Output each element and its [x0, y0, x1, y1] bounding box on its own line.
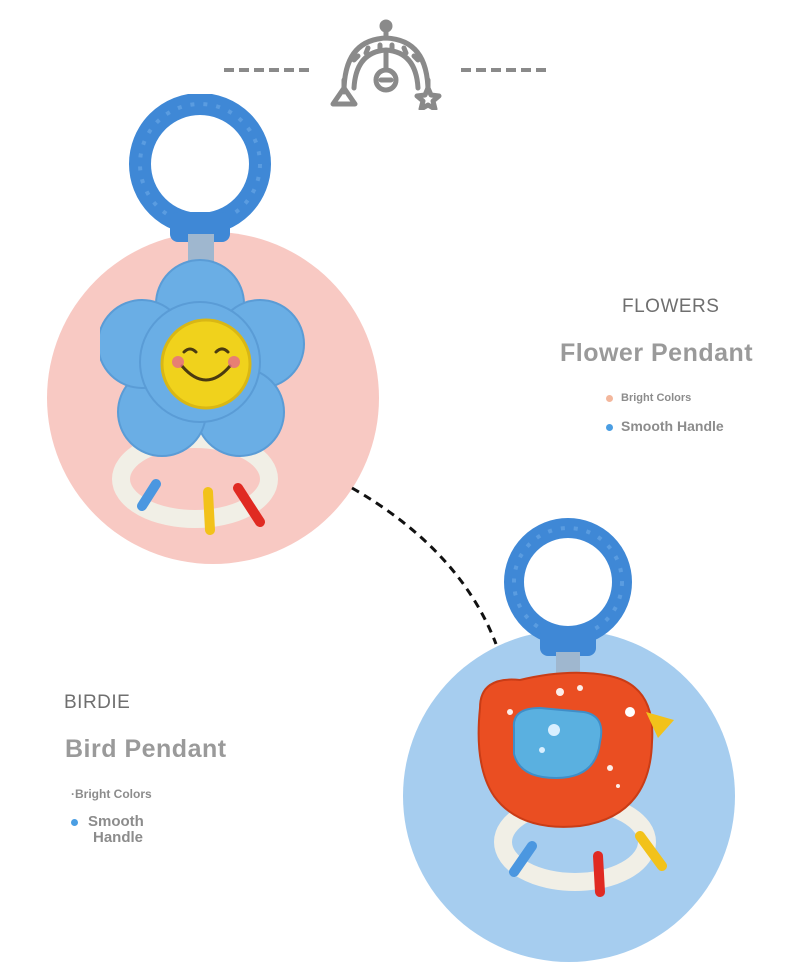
bird-title: Bird Pendant	[65, 735, 227, 763]
bird-eyebrow: BIRDIE	[64, 692, 131, 713]
flower-eyebrow: FLOWERS	[622, 296, 720, 317]
bird-feature-1: ·Bright Colors	[71, 787, 152, 801]
flower-feature-2: Smooth Handle	[606, 418, 724, 434]
header-dash-left	[224, 68, 312, 72]
flower-feature-1-label: Bright Colors	[621, 392, 692, 404]
flower-title: Flower Pendant	[560, 339, 754, 367]
bird-pendant-image	[477, 518, 674, 897]
flower-feature-2-label: Smooth Handle	[621, 418, 724, 434]
header-dash-right	[461, 68, 549, 72]
flower-pendant-image	[100, 94, 305, 535]
bird-feature-2-line2: Handle	[93, 829, 144, 846]
baby-mobile-icon	[330, 19, 442, 110]
blue-bullet-icon	[71, 819, 78, 826]
blue-bullet-icon	[606, 423, 613, 431]
peach-bullet-icon	[606, 394, 613, 402]
bird-feature-2-line1: Smooth	[88, 813, 144, 830]
connector-dashed-curve	[351, 486, 498, 645]
flower-feature-1: Bright Colors	[606, 392, 691, 404]
